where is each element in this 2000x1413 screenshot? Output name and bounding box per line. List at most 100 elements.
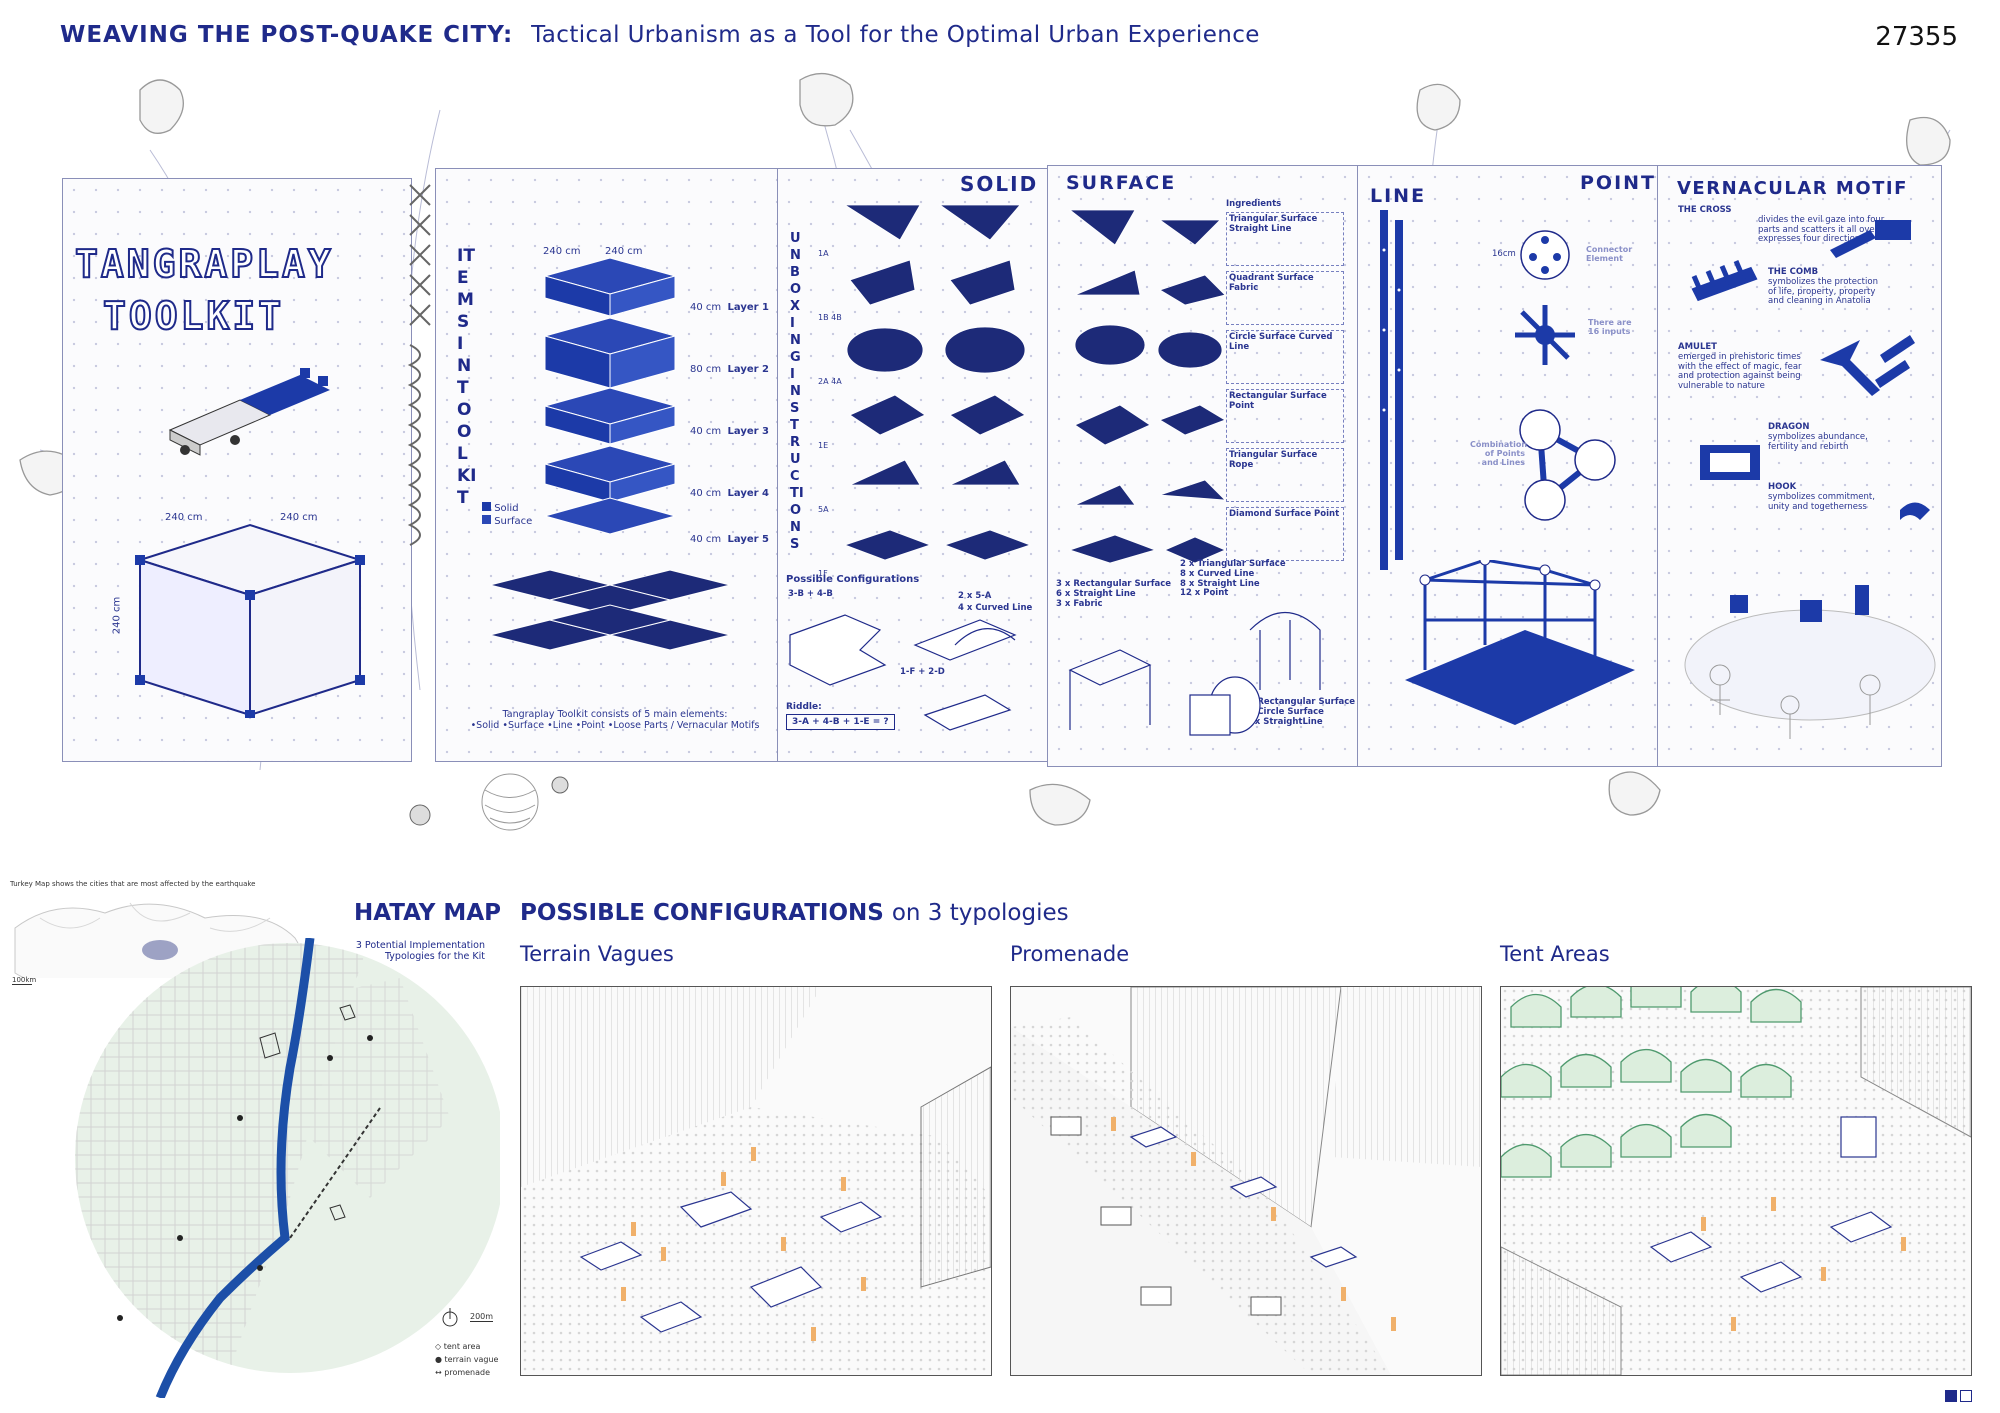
combo3-1: 1 x Circle Surface <box>1240 706 1324 717</box>
row-label-1: 1B 4B <box>818 313 842 322</box>
point-heading: POINT <box>1580 172 1657 194</box>
motif-hook-name: HOOK <box>1768 482 1797 492</box>
riddle-title: Riddle: <box>786 702 822 712</box>
inputs-label: There are 16 inputs <box>1588 318 1632 337</box>
tent-area-icon: ◇ <box>435 1342 442 1351</box>
legend-promenade: promenade <box>444 1368 491 1377</box>
row-label-0: 1A <box>818 249 829 258</box>
configurations-title-bold: POSSIBLE CONFIGURATIONS <box>520 900 884 926</box>
combo1-2: 3 x Fabric <box>1056 598 1103 609</box>
config-1: 3-B + 4-B <box>788 589 833 599</box>
layer-stack <box>543 258 677 535</box>
config-3: 1-F + 2-D <box>900 667 945 677</box>
tent-areas-render <box>1500 986 1972 1376</box>
terrain-vague-icon: ● <box>435 1355 442 1364</box>
ingredient-4: Triangular Surface Rope <box>1226 448 1344 502</box>
row-label-3: 1E <box>818 441 829 450</box>
promenade-scene <box>1011 987 1481 1375</box>
truck-icon <box>168 368 330 456</box>
yarn-decoration <box>409 773 569 831</box>
promenade-render <box>1010 986 1482 1376</box>
toolkit-legend: Solid Surface <box>482 502 532 527</box>
combo2-0: 2 x Triangular Surface <box>1180 559 1286 569</box>
toolkit-note-line2: •Solid •Surface •Line •Point •Loose Part… <box>470 719 760 731</box>
vernacular-heading: VERNACULAR MOTIF <box>1677 178 1908 199</box>
layer5-label: Layer 5 <box>727 534 769 545</box>
page-title: WEAVING THE POST-QUAKE CITY:Tactical Urb… <box>60 22 1260 48</box>
layer5-height: 40 cm <box>690 534 722 545</box>
ingredient-3: Rectangular Surface Point <box>1226 389 1344 443</box>
solid-row-labels: 1A 1B 4B 2A 4A 1E 5A 1F <box>818 222 842 606</box>
legend-solid-swatch <box>482 502 491 511</box>
surface-heading: SURFACE <box>1066 172 1177 194</box>
unboxing-vertical: UNBOXING INSTRUCTIONS <box>790 231 804 552</box>
logo-line1: TANGRAPLAY <box>74 241 334 287</box>
points-lines-combo <box>1519 409 1616 521</box>
legend-solid: Solid <box>494 503 519 514</box>
legend-tent: tent area <box>443 1342 481 1351</box>
items-vertical-title: ITEMS IN TOOLKIT <box>457 246 477 508</box>
map-scale: 200m <box>470 1312 494 1322</box>
line-rods <box>1380 210 1403 570</box>
solid-heading: SOLID <box>960 172 1039 196</box>
turkey-scale: 100km <box>12 976 37 985</box>
motif-dragon-name: DRAGON <box>1768 422 1810 432</box>
cube-dim-height: 240 cm <box>111 596 123 635</box>
motif-amulet-name: AMULET <box>1678 342 1717 352</box>
config-2b: 4 x Curved Line <box>958 603 1033 613</box>
title-main: WEAVING THE POST-QUAKE CITY: <box>60 22 514 48</box>
config-2a: 2 x 5-A <box>958 591 992 601</box>
ingredient-0: Triangular Surface Straight Line <box>1226 212 1344 266</box>
surface-configurations <box>1068 611 1321 736</box>
line-heading: LINE <box>1370 185 1427 207</box>
combo3-0: 1 x Rectangular Surface <box>1240 697 1356 707</box>
ingredient-1: Quadrant Surface Fabric <box>1226 271 1344 325</box>
toolkit-note: Tangraplay Toolkit consists of 5 main el… <box>465 709 765 732</box>
layer4-height: 40 cm <box>690 488 722 499</box>
motif-hook-desc: symbolizes commitment, unity and togethe… <box>1768 491 1875 512</box>
layer2-height: 80 cm <box>690 364 722 375</box>
motif-cross-desc: divides the evil gaze into four parts an… <box>1758 214 1885 245</box>
map-legend: ◇ tent area ● terrain vague ↔ promenade <box>435 1340 498 1379</box>
cube-dim-right: 240 cm <box>280 512 318 523</box>
promenade-icon: ↔ <box>435 1368 442 1377</box>
terrain-vagues-render <box>520 986 992 1376</box>
motif-dragon-desc: symbolizes abundance, fertility and rebi… <box>1768 431 1868 452</box>
potential-caption: 3 Potential Implementation Typologies fo… <box>340 940 485 962</box>
combo1-0: 3 x Rectangular Surface <box>1056 579 1172 589</box>
logo-line2: TOOLKIT <box>102 293 285 339</box>
typology-terrain-vagues: Terrain Vagues <box>520 942 674 966</box>
vernacular-scene <box>1684 585 1936 739</box>
typology-promenade: Promenade <box>1010 942 1130 966</box>
connector-label: Connector Element <box>1586 245 1633 264</box>
solid-configurations <box>789 614 1017 731</box>
hand-sketches <box>19 73 1951 826</box>
row-label-5: 1F <box>818 569 828 578</box>
row-label-4: 5A <box>818 505 829 514</box>
layer-labels: 40 cm Layer 1 80 cm Layer 2 40 cm Layer … <box>690 277 769 571</box>
combo2-1: 8 x Curved Line <box>1180 568 1255 579</box>
stack-dim-1: 240 cm <box>543 246 581 257</box>
combo2-2: 8 x Straight Line <box>1180 578 1260 589</box>
hatay-map <box>75 938 500 1398</box>
ingredients-title: Ingredients <box>1226 199 1282 209</box>
connector-inputs <box>1515 305 1575 365</box>
configurations-title: POSSIBLE CONFIGURATIONS on 3 typologies <box>520 900 1069 926</box>
row-label-2: 2A 4A <box>818 377 842 386</box>
layer1-label: Layer 1 <box>727 302 769 313</box>
connector-dim: 16cm <box>1492 249 1516 259</box>
layer3-height: 40 cm <box>690 426 722 437</box>
combo3-2: 14 x StraightLine <box>1240 716 1323 727</box>
hatay-map-title: HATAY MAP <box>354 900 501 926</box>
configs-title: Possible Configurations <box>786 574 920 585</box>
combo-1: 3 x Rectangular Surface 6 x Straight Lin… <box>1056 579 1172 609</box>
layer1-height: 40 cm <box>690 302 722 313</box>
potential-line1: 3 Potential Implementation <box>355 940 485 951</box>
toolkit-cube <box>135 523 365 718</box>
potential-line2: Typologies for the Kit <box>384 951 485 962</box>
motif-amulet-desc: emerged in prehistoric times with the ef… <box>1678 351 1802 392</box>
